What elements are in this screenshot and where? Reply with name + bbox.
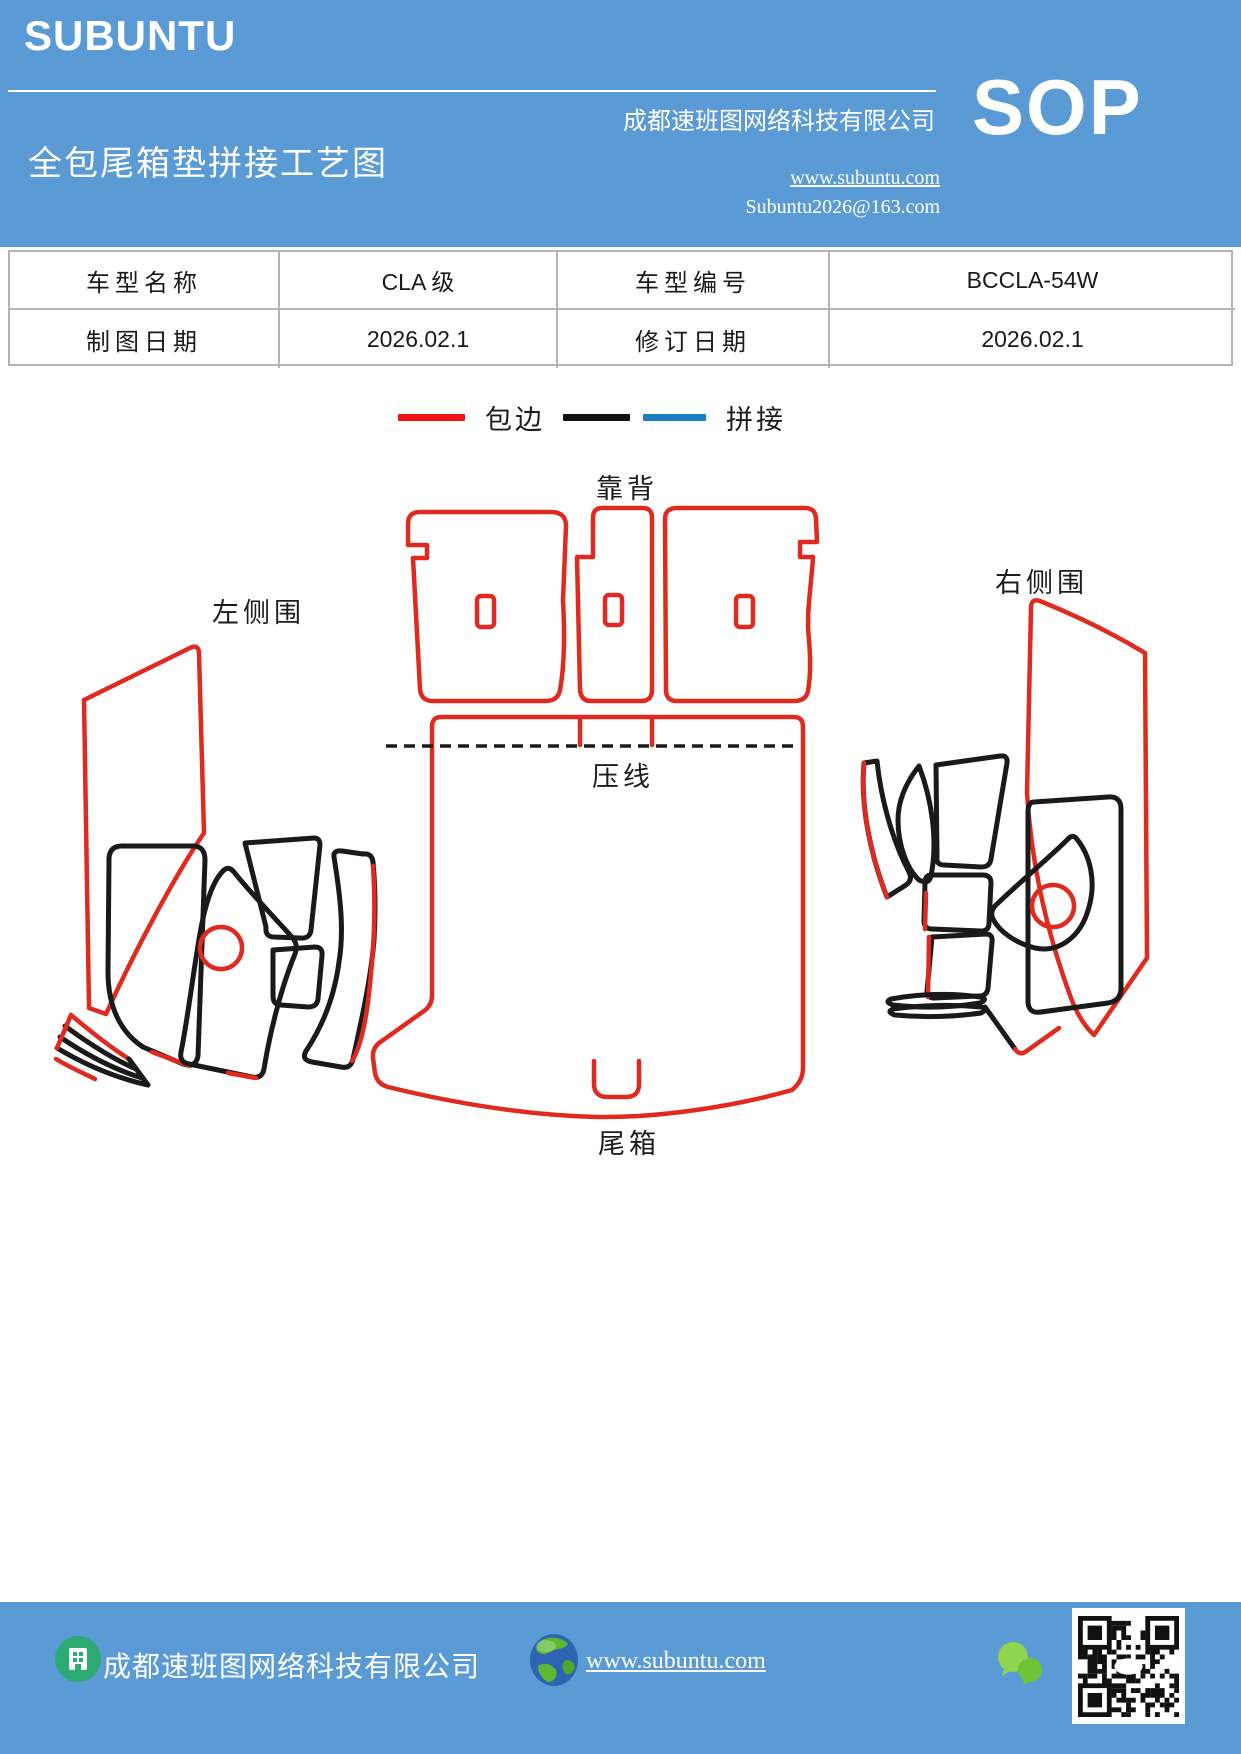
legend-label: 包边 — [485, 405, 545, 435]
table-cell: 车型名称 — [10, 252, 280, 310]
label-trunk: 尾箱 — [598, 1129, 660, 1159]
header-divider — [8, 90, 936, 92]
header-website-link[interactable]: www.subuntu.com — [790, 167, 940, 189]
brand-logo: SUBUNTU — [24, 12, 237, 59]
trunk-handle-notch — [591, 1058, 642, 1100]
splice-swatch-blue — [643, 414, 706, 421]
table-cell: 修订日期 — [558, 310, 830, 368]
legend: 包边 拼接 — [398, 398, 804, 437]
legend-label: 拼接 — [726, 405, 786, 435]
label-right-side: 右侧围 — [995, 568, 1088, 598]
table-cell: CLA 级 — [280, 252, 558, 310]
table-cell: 车型编号 — [558, 252, 830, 310]
globe-icon — [530, 1634, 578, 1686]
label-backrest: 靠背 — [596, 474, 658, 504]
right-side-pieces — [860, 598, 1150, 1056]
label-left-side: 左侧围 — [212, 598, 305, 628]
trunk-mat-piece — [370, 714, 806, 1120]
left-side-pieces — [53, 644, 378, 1088]
fixing-hole — [1029, 882, 1077, 930]
backrest-left-piece — [405, 509, 569, 704]
qr-pattern — [1078, 1615, 1179, 1717]
wechat-icon — [998, 1642, 1042, 1686]
table-cell: 2026.02.1 — [280, 310, 558, 368]
footer-company-name: 成都速班图网络科技有限公司 — [103, 1652, 481, 1683]
headrest-hole — [474, 593, 497, 630]
label-press-line: 压线 — [592, 762, 654, 792]
headrest-hole — [733, 593, 756, 630]
right-side-wall-piece — [1024, 598, 1150, 1038]
left-side-wall-piece — [81, 644, 207, 1017]
table-cell: 制图日期 — [10, 310, 280, 368]
backrest-middle-piece — [574, 505, 655, 704]
table-cell: BCCLA-54W — [830, 252, 1235, 310]
company-icon — [55, 1636, 101, 1682]
page-title: 全包尾箱垫拼接工艺图 — [28, 145, 388, 183]
header-company-name: 成都速班图网络科技有限公司 — [623, 109, 935, 135]
page-footer: 成都速班图网络科技有限公司 www.subuntu.com — [0, 1602, 1241, 1754]
page-header: SUBUNTU 全包尾箱垫拼接工艺图 成都速班图网络科技有限公司 www.sub… — [0, 0, 1241, 247]
qr-code — [1072, 1608, 1185, 1724]
header-email: Subuntu2026@163.com — [745, 196, 940, 218]
doc-type-label: SOP — [972, 63, 1143, 151]
info-table: 车型名称 CLA 级 车型编号 BCCLA-54W 制图日期 2026.02.1… — [8, 250, 1235, 368]
edge-binding-swatch — [398, 414, 465, 421]
headrest-hole — [602, 592, 625, 628]
footer-website-link[interactable]: www.subuntu.com — [586, 1648, 766, 1674]
splice-swatch-black — [563, 414, 630, 421]
table-cell: 2026.02.1 — [981, 325, 1084, 352]
fixing-hole — [197, 924, 245, 972]
backrest-right-piece — [662, 505, 820, 704]
